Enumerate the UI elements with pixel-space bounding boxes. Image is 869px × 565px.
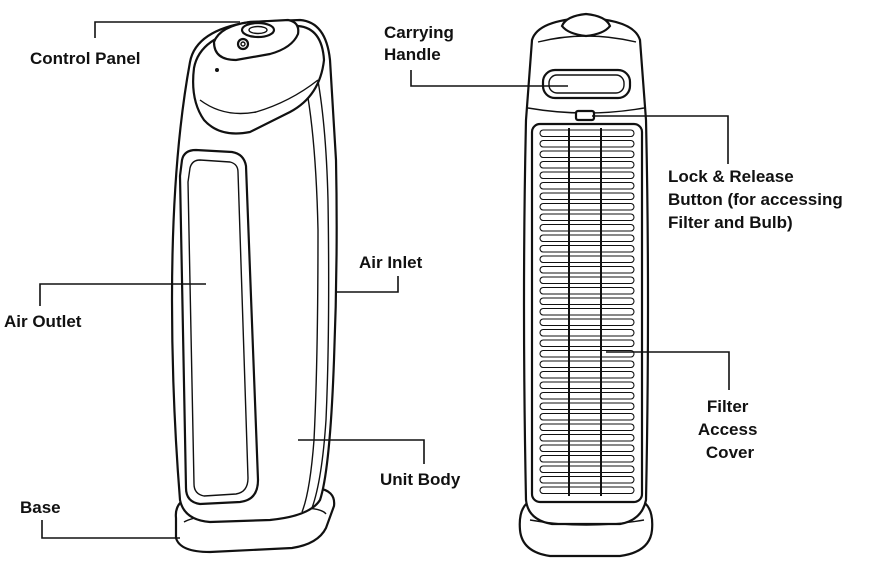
grille-slot: [539, 244, 635, 253]
grille-slot: [539, 171, 635, 180]
callout-labels: Control Panel Air Outlet Air Inlet Unit …: [4, 23, 847, 517]
grille-slot: [539, 181, 635, 190]
grille-slot: [539, 339, 635, 348]
grille-slot: [539, 276, 635, 285]
leader-lock-release: [592, 115, 729, 164]
label-lock-release-button: Lock & Release Button (for accessing Fil…: [668, 167, 847, 232]
label-air-outlet: Air Outlet: [4, 312, 82, 331]
label-filter-access-cover: Filter Access Cover: [698, 397, 762, 462]
filter-access-cover-grille: [530, 122, 644, 504]
carrying-handle-shape: [541, 68, 632, 100]
label-carrying-handle: Carrying Handle: [384, 23, 459, 64]
back-unit-illustration: [518, 12, 654, 558]
leader-unit-body: [298, 439, 425, 464]
grille-slot: [539, 454, 635, 463]
front-unit-illustration: [170, 18, 338, 554]
leader-control-panel: [94, 21, 240, 38]
grille-slot: [539, 444, 635, 453]
grille-slot: [539, 423, 635, 432]
leader-lines: [39, 21, 730, 539]
grille-slot: [539, 381, 635, 390]
grille-slot: [539, 391, 635, 400]
grille-slot: [539, 150, 635, 159]
grille-slot: [539, 223, 635, 232]
grille-slot: [539, 370, 635, 379]
label-air-inlet: Air Inlet: [359, 253, 423, 272]
grille-slot: [539, 255, 635, 264]
leader-base: [41, 520, 180, 539]
grille-slot: [539, 360, 635, 369]
leader-air-outlet: [39, 283, 206, 306]
air-outlet-panel: [178, 148, 260, 506]
grille-slot: [539, 412, 635, 421]
label-base: Base: [20, 498, 61, 517]
grille-slot: [539, 192, 635, 201]
grille-slot: [539, 160, 635, 169]
grille-slot: [539, 486, 635, 495]
leader-air-inlet: [336, 276, 399, 293]
grille-slot: [539, 234, 635, 243]
grille-slot: [539, 328, 635, 337]
control-panel-illustration: [212, 18, 300, 72]
grille-slot: [539, 213, 635, 222]
lock-release-button-shape: [574, 109, 596, 122]
grille-slot: [539, 286, 635, 295]
grille-slot: [539, 129, 635, 138]
grille-slot: [539, 402, 635, 411]
grille-slot: [539, 475, 635, 484]
label-unit-body: Unit Body: [380, 470, 461, 489]
grille-slot: [539, 318, 635, 327]
grille-slot: [539, 265, 635, 274]
leader-filter-access-cover: [606, 351, 730, 390]
leader-carrying-handle: [410, 70, 568, 87]
grille-slot: [539, 465, 635, 474]
grille-slot: [539, 307, 635, 316]
label-control-panel: Control Panel: [30, 49, 141, 68]
grille-slot: [539, 139, 635, 148]
grille-slot: [539, 202, 635, 211]
grille-slot: [539, 433, 635, 442]
grille-slot: [539, 297, 635, 306]
